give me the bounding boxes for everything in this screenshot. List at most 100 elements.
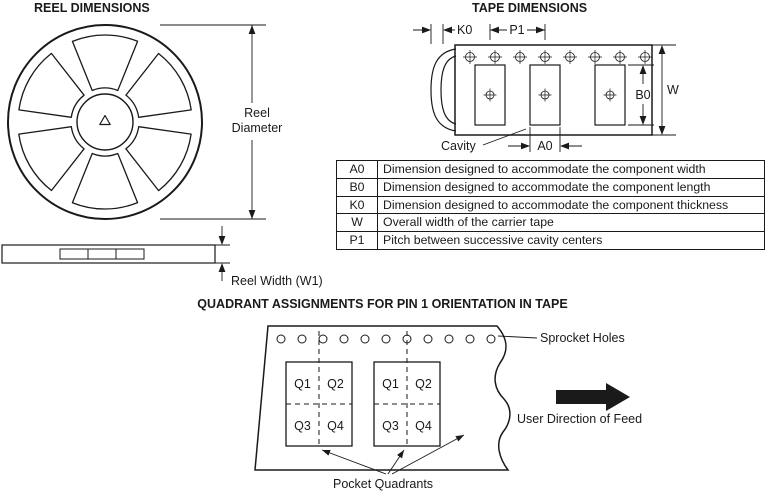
dimension-code: W [336, 213, 378, 232]
tape-strip-outline [254, 325, 511, 471]
table-row: W Overall width of the carrier tape [336, 213, 765, 232]
dimension-code: P1 [336, 231, 378, 250]
tape-sprocket-holes [463, 50, 652, 64]
tape-curl-outer [430, 48, 457, 132]
reel-spoke-slots [18, 34, 192, 210]
arrowhead-up-icon [658, 45, 666, 54]
pocket [474, 64, 506, 126]
tape-pack-cell [115, 248, 145, 260]
dimension-line [489, 24, 546, 40]
a0-label: A0 [537, 139, 552, 153]
leader-line [321, 449, 387, 475]
tape-pack-cell [59, 248, 89, 260]
pocket [594, 64, 626, 126]
dimension-description: Dimension designed to accommodate the co… [377, 160, 765, 179]
arrowhead-up-icon [248, 25, 256, 34]
tape-section-title: TAPE DIMENSIONS [472, 1, 588, 15]
arrowhead-left-icon [443, 26, 452, 34]
quadrant-q1-label: Q1 [294, 377, 311, 391]
dimension-line [652, 44, 676, 136]
leader-line [482, 128, 527, 146]
arrowhead-down-icon [248, 210, 256, 219]
cavity-callout: Cavity [441, 128, 527, 153]
leader-line [497, 335, 538, 339]
tape-curl-inner [440, 55, 457, 125]
w-dimension: W [652, 44, 679, 136]
table-row: K0 Dimension designed to accommodate the… [336, 195, 765, 215]
quadrant-q2-label: Q2 [415, 377, 432, 391]
reel-center-mark [99, 114, 111, 126]
reel-front-view [7, 24, 203, 220]
cavity-label: Cavity [441, 139, 476, 153]
dimension-description: Dimension designed to accommodate the co… [377, 177, 765, 197]
p1-dimension: P1 [489, 23, 546, 40]
arrowhead-up-icon [218, 263, 226, 272]
table-row: P1 Pitch between successive cavity cente… [336, 231, 765, 250]
pocket [529, 64, 561, 126]
a0-dimension: A0 [508, 127, 582, 153]
dimension-description: Pitch between successive cavity centers [377, 231, 765, 250]
b0-label: B0 [635, 88, 650, 102]
reel-diameter-dimension: Reel Diameter [160, 24, 283, 220]
quadrant-q3-label: Q3 [294, 419, 311, 433]
reel-outer-rim [7, 24, 203, 220]
carrier-tape-outline [454, 44, 653, 136]
arrowhead-right-icon [521, 142, 530, 150]
dimension-code: B0 [336, 177, 378, 197]
feed-direction-arrow-icon [556, 383, 630, 411]
b0-dimension: B0 [628, 64, 654, 126]
pocket-quadrants-label: Pocket Quadrants [333, 477, 433, 491]
quadrant-tape-view: Q1 Q2 Q3 Q4 Q1 Q2 Q3 Q4 [254, 325, 511, 471]
reel-diameter-label-line1: Reel [244, 106, 270, 120]
extension-lines [160, 24, 266, 220]
quadrant-q1-label: Q1 [382, 377, 399, 391]
table-row: A0 Dimension designed to accommodate the… [336, 160, 765, 179]
quadrant-q2-label: Q2 [327, 377, 344, 391]
dimension-line [628, 64, 654, 126]
tape-pockets [474, 64, 626, 126]
reel-hub [76, 93, 134, 151]
k0-dimension: K0 [413, 23, 472, 44]
reel-side-view [1, 244, 216, 264]
reel-width-label: Reel Width (W1) [231, 274, 323, 288]
p1-label: P1 [509, 23, 524, 37]
quadrant-sprocket-holes [276, 334, 496, 344]
pocket-quadrant-grid: Q1 Q2 Q3 Q4 [285, 331, 353, 447]
pocket-quadrants-callout: Pocket Quadrants [321, 434, 465, 491]
quadrant-divider-lines [286, 331, 352, 446]
tape-pack-cell [87, 248, 117, 260]
reel-side-outline [1, 244, 216, 264]
arrowhead-down-icon [658, 126, 666, 135]
sprocket-hole-crosshairs [463, 50, 652, 64]
dimension-code: A0 [336, 160, 378, 179]
quadrant-q4-label: Q4 [327, 419, 344, 433]
tape-dimension-table: A0 Dimension designed to accommodate the… [336, 160, 765, 250]
feed-direction-label: User Direction of Feed [517, 412, 642, 426]
arrowhead-left-icon [560, 142, 569, 150]
sprocket-holes-label: Sprocket Holes [540, 331, 625, 345]
leader-line [391, 434, 465, 475]
arrowhead-down-icon [218, 236, 226, 245]
feed-direction: User Direction of Feed [517, 383, 642, 426]
quadrant-q4-label: Q4 [415, 419, 432, 433]
extension-lines [215, 244, 230, 264]
dimension-description: Dimension designed to accommodate the co… [377, 195, 765, 215]
reel-section-title: REEL DIMENSIONS [34, 1, 150, 15]
tape-view [430, 44, 653, 136]
quadrant-section-title: QUADRANT ASSIGNMENTS FOR PIN 1 ORIENTATI… [197, 297, 568, 311]
dimension-line [413, 24, 455, 44]
arrowhead-left-icon [490, 26, 499, 34]
arrowhead-down-icon [639, 116, 647, 125]
sprocket-holes-callout: Sprocket Holes [497, 331, 625, 345]
dimension-line [508, 127, 582, 152]
table-row: B0 Dimension designed to accommodate the… [336, 177, 765, 197]
reel-width-dimension: Reel Width (W1) [215, 226, 323, 288]
leader-line [387, 449, 405, 475]
pocket-quadrant-grid: Q1 Q2 Q3 Q4 [373, 331, 441, 447]
quadrant-divider-lines [374, 331, 440, 446]
reel-diameter-label-line2: Diameter [232, 121, 283, 135]
quadrant-q3-label: Q3 [382, 419, 399, 433]
arrowhead-up-icon [639, 65, 647, 74]
